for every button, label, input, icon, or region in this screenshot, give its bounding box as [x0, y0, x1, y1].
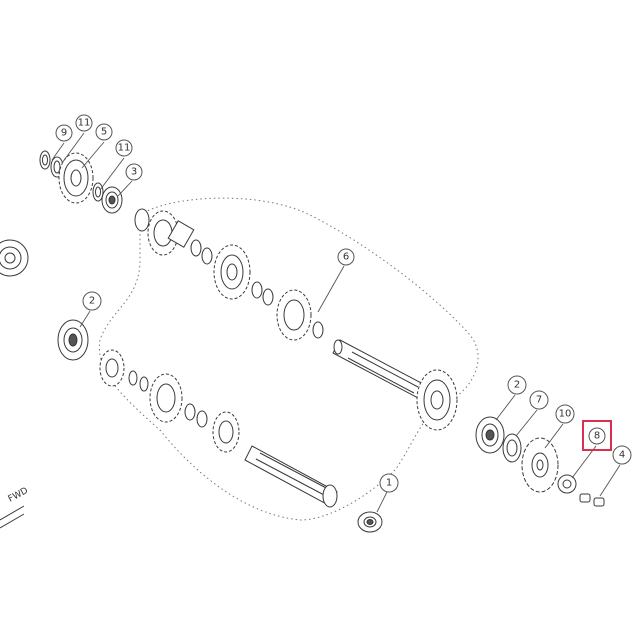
partial-gear-left: [0, 239, 29, 277]
svg-text:2: 2: [89, 296, 95, 307]
callout-9: 9: [55, 124, 73, 142]
svg-text:11: 11: [78, 118, 91, 129]
callout-1: 1: [379, 473, 399, 493]
bearing-1: [357, 511, 383, 533]
callout-6: 6: [337, 248, 355, 266]
lock-plate-8: [557, 474, 577, 494]
washer-11-lower: [92, 182, 104, 202]
svg-text:9: 9: [61, 128, 67, 139]
upper-shaft-assembly: [134, 208, 458, 431]
svg-text:10: 10: [559, 409, 572, 420]
leader-lines: [51, 132, 621, 513]
bearing-3: [101, 186, 123, 214]
bearing-2-left: [57, 319, 89, 361]
lower-shaft-assembly: [99, 349, 338, 508]
svg-text:5: 5: [101, 127, 107, 138]
svg-text:8: 8: [594, 431, 600, 442]
callout-8: 8: [588, 427, 606, 445]
highlight-box-callout-8: [582, 420, 612, 451]
svg-text:2: 2: [514, 380, 520, 391]
callout-10: 10: [555, 404, 575, 424]
fwd-label: FWD: [7, 486, 30, 505]
callout-5: 5: [95, 123, 113, 141]
callout-3: 3: [125, 163, 143, 181]
svg-text:7: 7: [536, 395, 542, 406]
callout-2-left: 2: [82, 291, 102, 311]
bolts-4: [579, 493, 605, 507]
svg-text:4: 4: [619, 450, 625, 461]
svg-text:11: 11: [118, 143, 131, 154]
svg-text:3: 3: [131, 167, 137, 178]
svg-text:1: 1: [386, 478, 392, 489]
bearing-2-right: [475, 416, 505, 454]
callout-2-right: 2: [507, 375, 527, 395]
callout-7: 7: [529, 390, 549, 410]
forward-indicator: FWD: [0, 486, 30, 529]
washer-7: [502, 433, 522, 463]
callout-4: 4: [612, 445, 632, 465]
callout-11-lower: 11: [115, 139, 133, 157]
callout-11-upper: 11: [75, 114, 93, 132]
svg-text:6: 6: [343, 252, 349, 263]
sprocket-10: [521, 437, 559, 493]
washer-9: [39, 150, 51, 170]
